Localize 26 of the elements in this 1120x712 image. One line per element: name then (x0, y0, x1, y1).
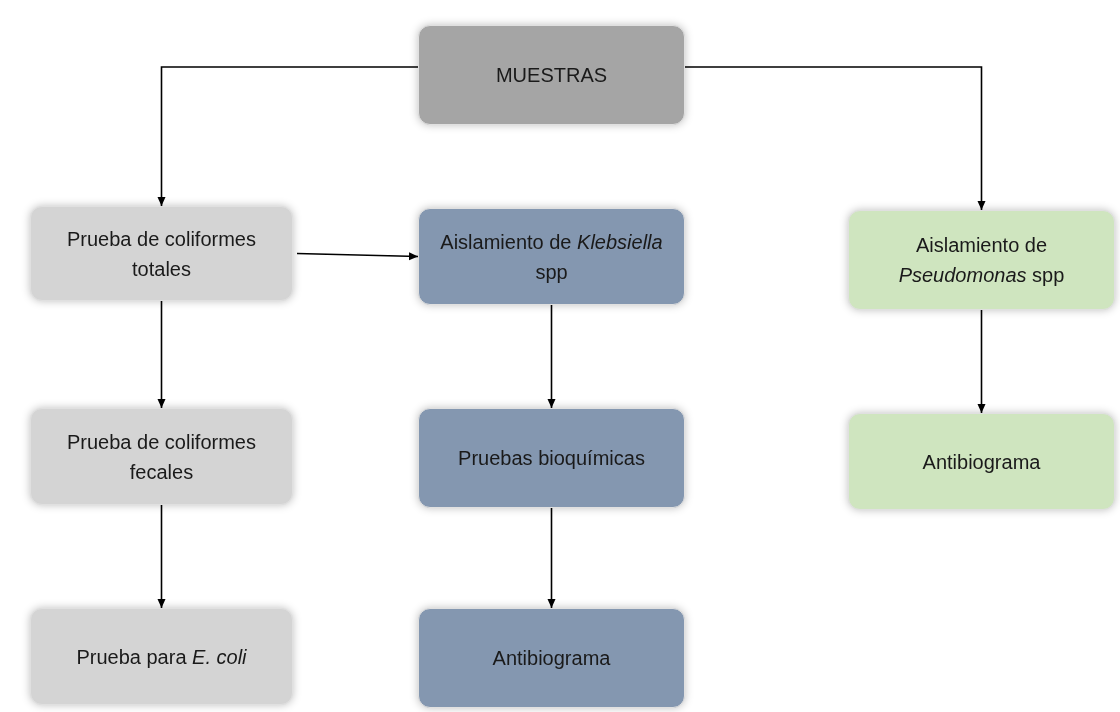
box-label: Aislamiento de Pseudomonas spp (897, 233, 1066, 288)
process-box (418, 25, 685, 125)
process-box (418, 208, 685, 305)
arrow (296, 252, 419, 261)
arrow (684, 66, 986, 211)
arrow (157, 504, 166, 609)
process-box (30, 408, 293, 505)
process-box (848, 210, 1115, 310)
box-label: Pruebas bioquímicas (458, 446, 645, 471)
arrow (547, 304, 556, 409)
arrow (157, 66, 419, 207)
box-label: Antibiograma (922, 449, 1041, 475)
box-label: Prueba para E. coli (76, 644, 247, 670)
process-box (418, 608, 685, 708)
arrow (547, 507, 556, 609)
process-box (848, 413, 1115, 510)
box-label: Prueba de coliformes fecales (66, 429, 257, 485)
box-label: Antibiograma (492, 646, 611, 671)
process-box (418, 408, 685, 508)
process-box (30, 206, 293, 301)
process-box (30, 608, 293, 705)
box-label: Aislamiento de Klebsiella spp (439, 229, 664, 285)
box-label: Prueba de coliformes totales (66, 226, 257, 282)
arrow (157, 300, 166, 409)
arrow (977, 309, 986, 414)
box-label: MUESTRAS (495, 63, 608, 88)
